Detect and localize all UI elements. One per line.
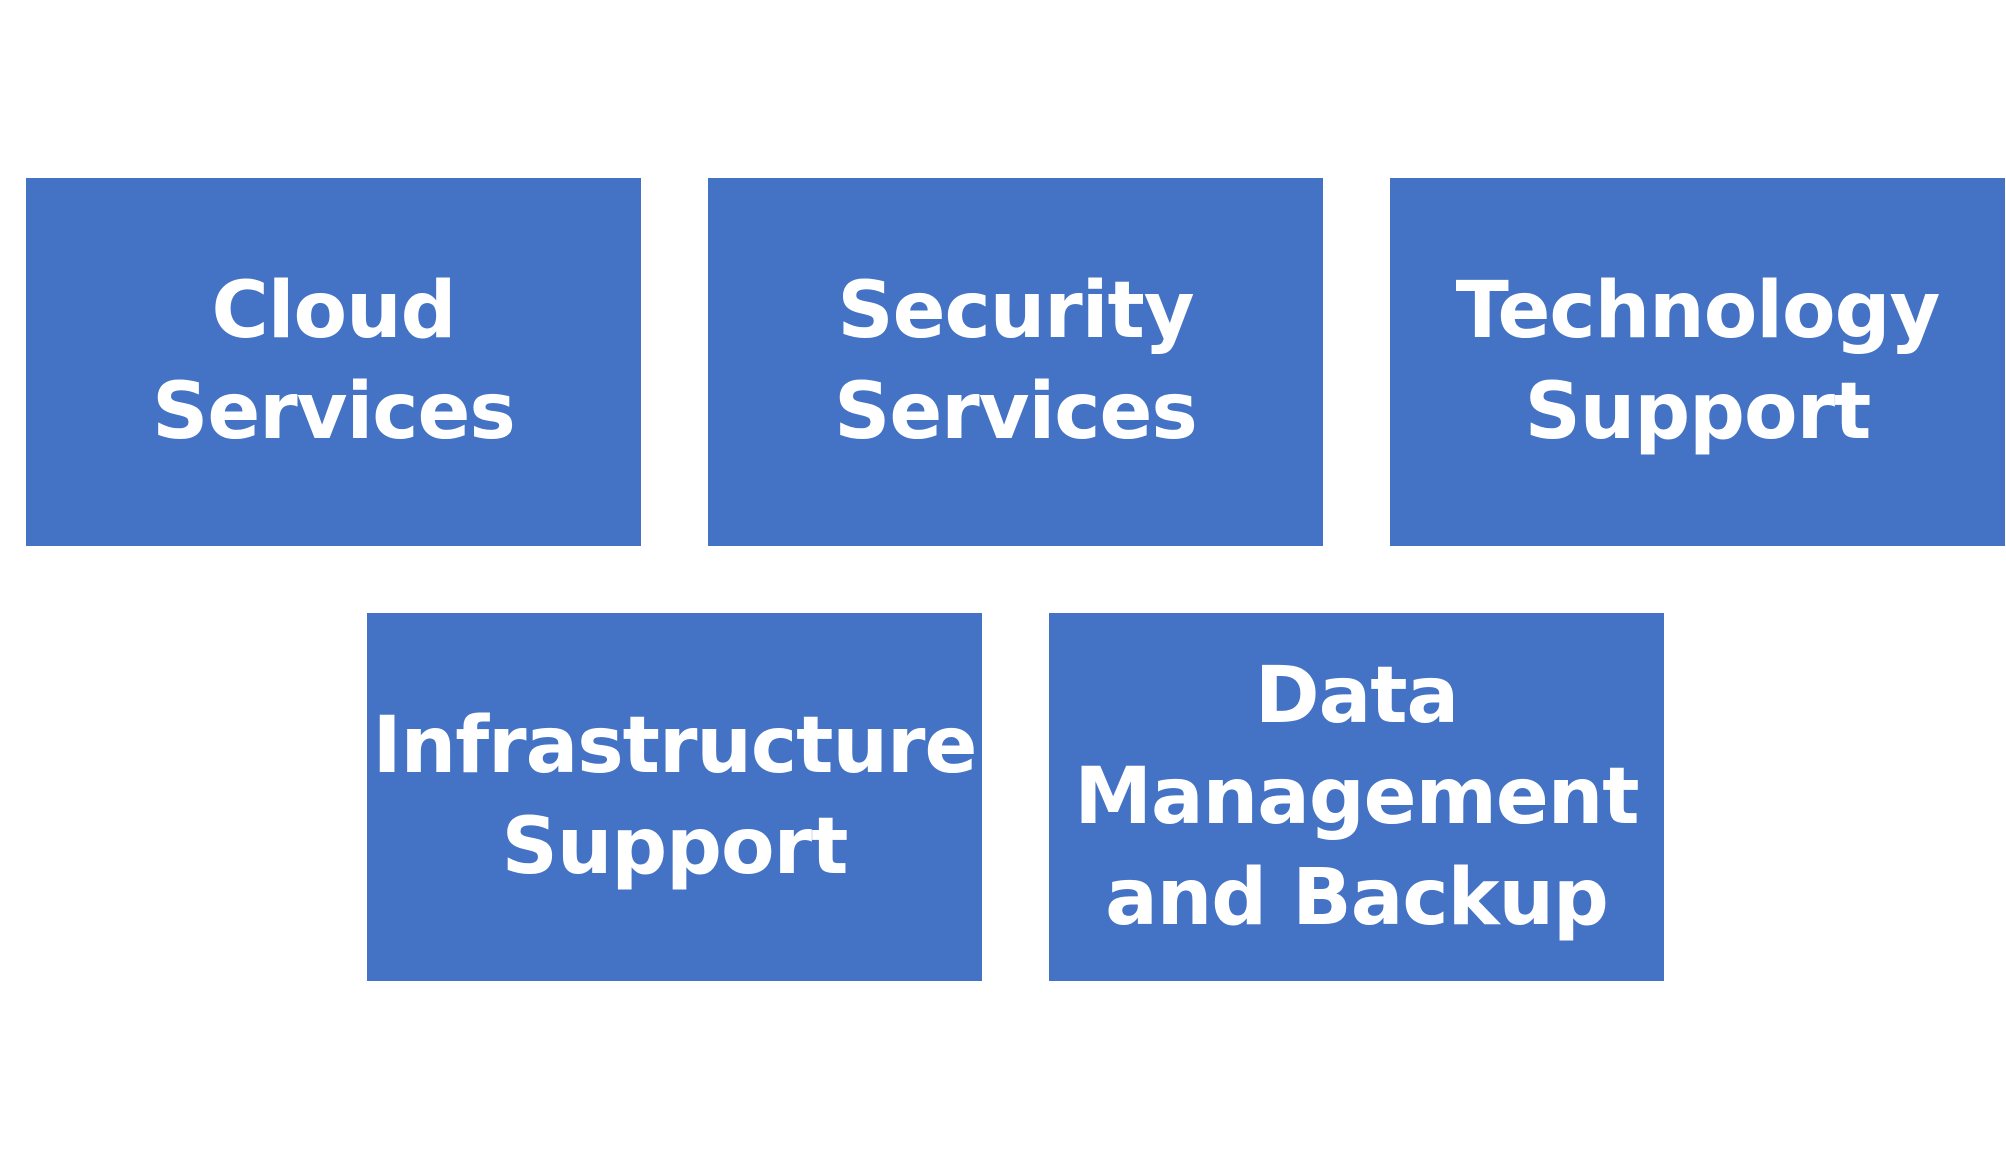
tile-label-line: Infrastructure xyxy=(372,701,978,791)
tile-label-line: Services xyxy=(834,367,1198,457)
tile-label-line: Technology xyxy=(1455,266,1941,356)
service-tile-infrastructure-support: Infrastructure Support xyxy=(367,613,982,981)
tile-label: Security Services xyxy=(834,261,1198,463)
service-tile-cloud-services: Cloud Services xyxy=(26,178,641,546)
tile-label: Cloud Services xyxy=(46,261,621,463)
tile-label-line: Management xyxy=(1074,751,1639,842)
tile-label: Infrastructure Support xyxy=(372,696,978,898)
tile-label-line: and Backup xyxy=(1105,852,1609,943)
service-tile-technology-support: Technology Support xyxy=(1390,178,2005,546)
service-tile-security-services: Security Services xyxy=(708,178,1323,546)
tile-label: Technology Support xyxy=(1455,261,1941,463)
tile-label: Data Management and Backup xyxy=(1074,646,1639,949)
tile-label-line: Cloud Services xyxy=(152,266,516,457)
tile-label-line: Security xyxy=(837,266,1194,356)
tile-label-line: Support xyxy=(1524,367,1872,457)
tile-label-line: Support xyxy=(501,802,849,892)
service-tile-data-management: Data Management and Backup xyxy=(1049,613,1664,981)
tile-label-line: Data xyxy=(1254,650,1459,741)
